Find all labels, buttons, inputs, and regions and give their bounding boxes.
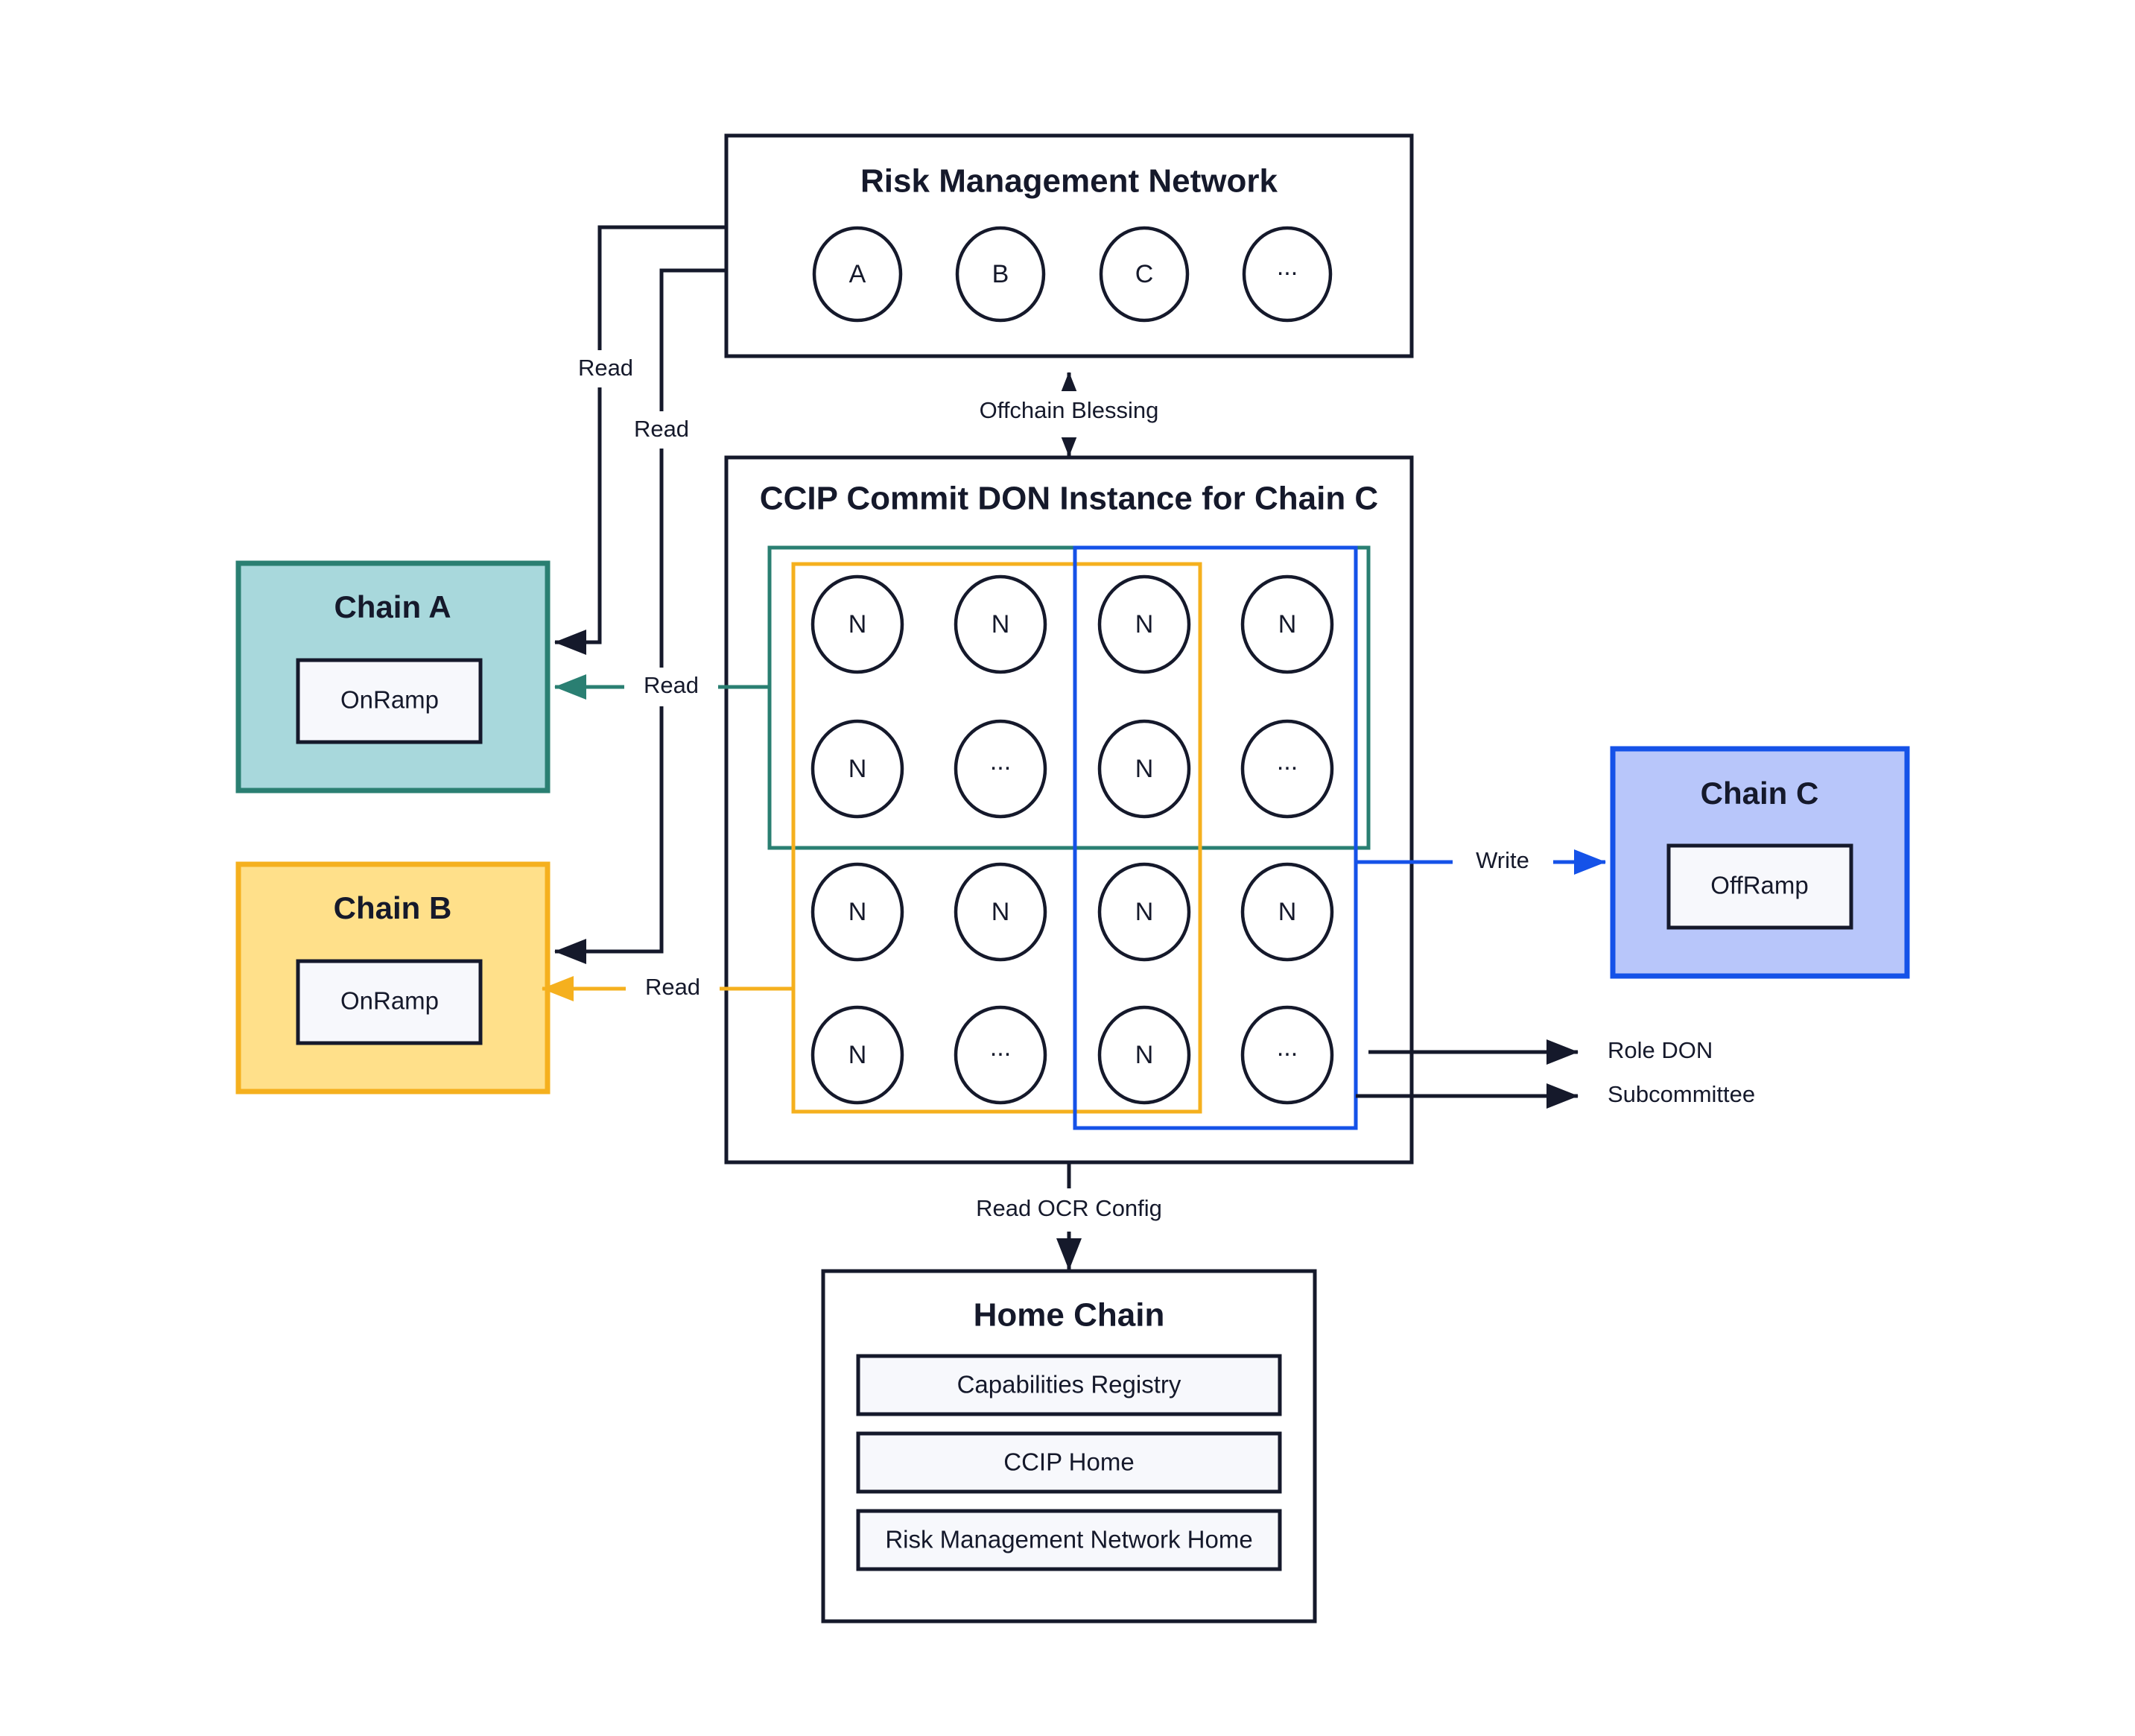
edge-label-offchain-blessing: Offchain Blessing bbox=[980, 397, 1159, 423]
don-node-r4c2: ... bbox=[954, 1005, 1047, 1105]
legend-subcommittee: Subcommittee bbox=[1356, 1081, 1755, 1109]
edge-label-don-write-c: Write bbox=[1476, 847, 1529, 873]
group-rect-blue bbox=[1073, 545, 1358, 1130]
home-chain-contract-label: Capabilities Registry bbox=[957, 1371, 1181, 1398]
edge-label-rmn-read-a: Read bbox=[578, 355, 633, 381]
don-node-r1c4: N bbox=[1240, 574, 1334, 674]
don-node-label: N bbox=[848, 1041, 867, 1069]
don-node-r4c4: ... bbox=[1240, 1005, 1334, 1105]
chain-a-contract-label: OnRamp bbox=[340, 686, 439, 714]
don-node-r1c1: N bbox=[810, 574, 904, 674]
don-node-r2c3: N bbox=[1097, 719, 1191, 819]
don-node-r3c4: N bbox=[1240, 862, 1334, 962]
ccip-commit-don-box: CCIP Commit DON Instance for Chain C N N… bbox=[724, 455, 1414, 1165]
don-node-label: N bbox=[992, 898, 1010, 926]
don-node-label: N bbox=[1135, 610, 1154, 639]
don-node-label: ... bbox=[990, 1033, 1011, 1062]
group-rect-yellow bbox=[791, 562, 1202, 1114]
chain-b-contract-label: OnRamp bbox=[340, 987, 439, 1015]
chain-b-title: Chain B bbox=[334, 890, 452, 925]
don-node-label: N bbox=[848, 898, 867, 926]
don-node-label: N bbox=[1135, 898, 1154, 926]
don-node-r1c3: N bbox=[1097, 574, 1191, 674]
don-node-r3c2: N bbox=[954, 862, 1047, 962]
chain-c-title: Chain C bbox=[1701, 776, 1819, 811]
home-chain-contract-label: CCIP Home bbox=[1003, 1448, 1134, 1476]
chain-c-box: Chain C OffRamp bbox=[1610, 746, 1910, 979]
legend-role-don: Role DON bbox=[1368, 1037, 1713, 1065]
home-chain-contract-rmn-home: Risk Management Network Home bbox=[856, 1509, 1282, 1571]
home-chain-contract-label: Risk Management Network Home bbox=[885, 1526, 1252, 1553]
edge-don-read-chain-a: Read bbox=[553, 668, 770, 706]
don-node-r2c2: ... bbox=[954, 719, 1047, 819]
chain-b-box: Chain B OnRamp bbox=[235, 861, 551, 1094]
don-node-label: N bbox=[848, 755, 867, 783]
don-node-label: N bbox=[848, 610, 867, 639]
don-node-label: N bbox=[992, 610, 1010, 639]
home-chain-contract-capabilities-registry: Capabilities Registry bbox=[856, 1354, 1282, 1416]
edge-don-write-chain-c: Write bbox=[1356, 843, 1607, 881]
don-node-label: N bbox=[1278, 898, 1297, 926]
rmn-node-ellipsis: ... bbox=[1242, 226, 1333, 323]
rmn-node-a: A bbox=[812, 226, 903, 323]
ccip-commit-don-title: CCIP Commit DON Instance for Chain C bbox=[760, 481, 1378, 517]
don-node-label: N bbox=[1135, 755, 1154, 783]
edge-don-read-chain-b: Read bbox=[541, 969, 793, 1008]
edge-label-read-ocr-config: Read OCR Config bbox=[976, 1195, 1162, 1221]
don-node-r4c1: N bbox=[810, 1005, 904, 1105]
legend-role-don-label: Role DON bbox=[1608, 1037, 1713, 1063]
chain-c-contract-label: OffRamp bbox=[1710, 872, 1808, 899]
home-chain-box: Home Chain Capabilities Registry CCIP Ho… bbox=[821, 1269, 1317, 1623]
risk-management-network-title: Risk Management Network bbox=[860, 163, 1278, 200]
edge-rmn-read-chain-a: Read bbox=[553, 225, 726, 656]
edge-read-ocr-config: Read OCR Config bbox=[961, 1162, 1233, 1271]
don-node-r3c1: N bbox=[810, 862, 904, 962]
don-node-label: N bbox=[1278, 610, 1297, 639]
edge-label-don-read-b: Read bbox=[645, 974, 700, 1000]
don-node-r2c4: ... bbox=[1240, 719, 1334, 819]
edge-offchain-blessing: Offchain Blessing bbox=[965, 371, 1240, 457]
chain-a-box: Chain A OnRamp bbox=[235, 560, 551, 793]
edge-label-rmn-read-b: Read bbox=[634, 416, 689, 442]
rmn-node-label: ... bbox=[1277, 253, 1298, 281]
rmn-node-b: B bbox=[955, 226, 1046, 323]
rmn-node-label: A bbox=[849, 260, 866, 288]
don-node-label: ... bbox=[1277, 1033, 1298, 1062]
legend-subcommittee-label: Subcommittee bbox=[1608, 1081, 1755, 1107]
don-node-label: N bbox=[1135, 1041, 1154, 1069]
don-node-r3c3: N bbox=[1097, 862, 1191, 962]
rmn-node-label: C bbox=[1135, 260, 1154, 288]
don-node-label: ... bbox=[990, 747, 1011, 776]
don-node-label: ... bbox=[1277, 747, 1298, 776]
don-node-r1c2: N bbox=[954, 574, 1047, 674]
edge-rmn-read-chain-b: Read bbox=[553, 268, 726, 965]
rmn-node-label: B bbox=[992, 260, 1009, 288]
risk-management-network-box: Risk Management Network A B C ... bbox=[724, 133, 1414, 358]
group-rect-teal bbox=[767, 545, 1371, 850]
edge-label-don-read-a: Read bbox=[644, 672, 699, 698]
don-node-r4c3: N bbox=[1097, 1005, 1191, 1105]
home-chain-title: Home Chain bbox=[974, 1297, 1165, 1334]
rmn-node-c: C bbox=[1099, 226, 1190, 323]
chain-a-title: Chain A bbox=[334, 589, 451, 624]
don-node-r2c1: N bbox=[810, 719, 904, 819]
home-chain-contract-ccip-home: CCIP Home bbox=[856, 1431, 1282, 1494]
